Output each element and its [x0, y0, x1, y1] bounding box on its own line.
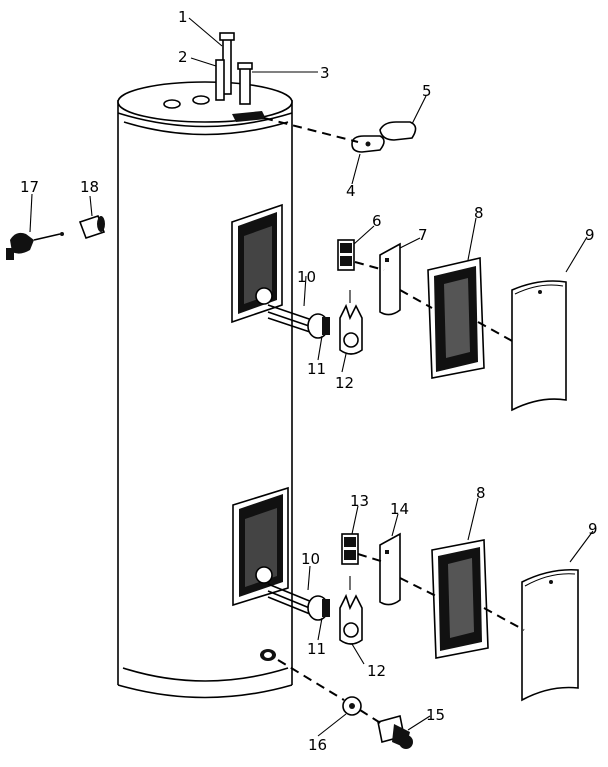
callout-18: 18	[80, 178, 99, 196]
washer-part-16	[342, 696, 362, 716]
lower-bracket-part-12	[339, 576, 363, 645]
dip-tube-part-2	[215, 59, 225, 101]
assembly-lines	[263, 117, 525, 725]
assembly-line	[354, 261, 385, 271]
top-fittings	[215, 32, 253, 105]
upper-heating-element	[267, 304, 330, 339]
callout-17: 17	[20, 178, 39, 196]
lower-thermostat-part-13	[341, 533, 359, 565]
callout-4: 4	[346, 182, 356, 200]
assembly-line	[359, 709, 383, 725]
thermostat-cover-part-14	[379, 532, 401, 606]
callout-15: 15	[426, 706, 445, 724]
assembly-line	[399, 577, 437, 597]
lower-access-opening	[232, 486, 289, 607]
callout-3: 3	[320, 64, 330, 82]
callout-10-lower: 10	[301, 550, 320, 568]
callout-12-lower: 12	[367, 662, 386, 680]
lower-access-cover-part-9	[521, 568, 579, 702]
relief-valve-part-17	[6, 232, 64, 260]
callout-labels: 1 2 3 4 5 6 7 8 9 10 11 12 13 14 8 9 10 …	[20, 8, 598, 754]
lower-heating-element	[267, 583, 330, 621]
tank-top-opening	[163, 99, 181, 109]
callout-11-upper: 11	[307, 360, 326, 378]
assembly-line	[263, 117, 359, 143]
water-heater-tank	[117, 81, 293, 699]
callout-14: 14	[390, 500, 409, 518]
upper-thermostat-part-6	[337, 239, 355, 271]
leader-lines	[29, 17, 594, 737]
callout-12-upper: 12	[335, 374, 354, 392]
assembly-line	[277, 659, 345, 701]
upper-bracket-part-12	[339, 290, 363, 355]
nipple-part-18	[78, 214, 106, 240]
assembly-line	[399, 289, 433, 309]
callout-11-lower: 11	[307, 640, 326, 658]
assembly-line	[477, 321, 515, 343]
assembly-line	[357, 553, 385, 563]
thermostat-cover-part-7	[379, 242, 401, 316]
callout-8-lower: 8	[476, 484, 486, 502]
top-label-plate	[232, 111, 266, 122]
callout-13: 13	[350, 492, 369, 510]
tank-top-opening	[192, 95, 210, 105]
lower-insulation-part-8	[431, 539, 489, 659]
callout-16: 16	[308, 736, 327, 754]
callout-1: 1	[178, 8, 188, 26]
callout-8-upper: 8	[474, 204, 484, 222]
drain-valve-part-15	[377, 715, 413, 749]
callout-2: 2	[178, 48, 188, 66]
top-cover-part-5	[379, 121, 417, 141]
upper-access-opening	[231, 203, 283, 324]
callout-6: 6	[372, 212, 382, 230]
assembly-line	[483, 607, 525, 631]
callout-9-upper: 9	[585, 226, 595, 244]
upper-access-cover-part-9	[511, 280, 567, 412]
upper-insulation-part-8	[427, 257, 485, 379]
callout-9-lower: 9	[588, 520, 598, 538]
outlet-nipple-part-3	[239, 65, 251, 105]
top-cover-part-4	[351, 135, 385, 153]
callout-10-upper: 10	[297, 268, 316, 286]
callout-7: 7	[418, 226, 428, 244]
callout-5: 5	[422, 82, 432, 100]
